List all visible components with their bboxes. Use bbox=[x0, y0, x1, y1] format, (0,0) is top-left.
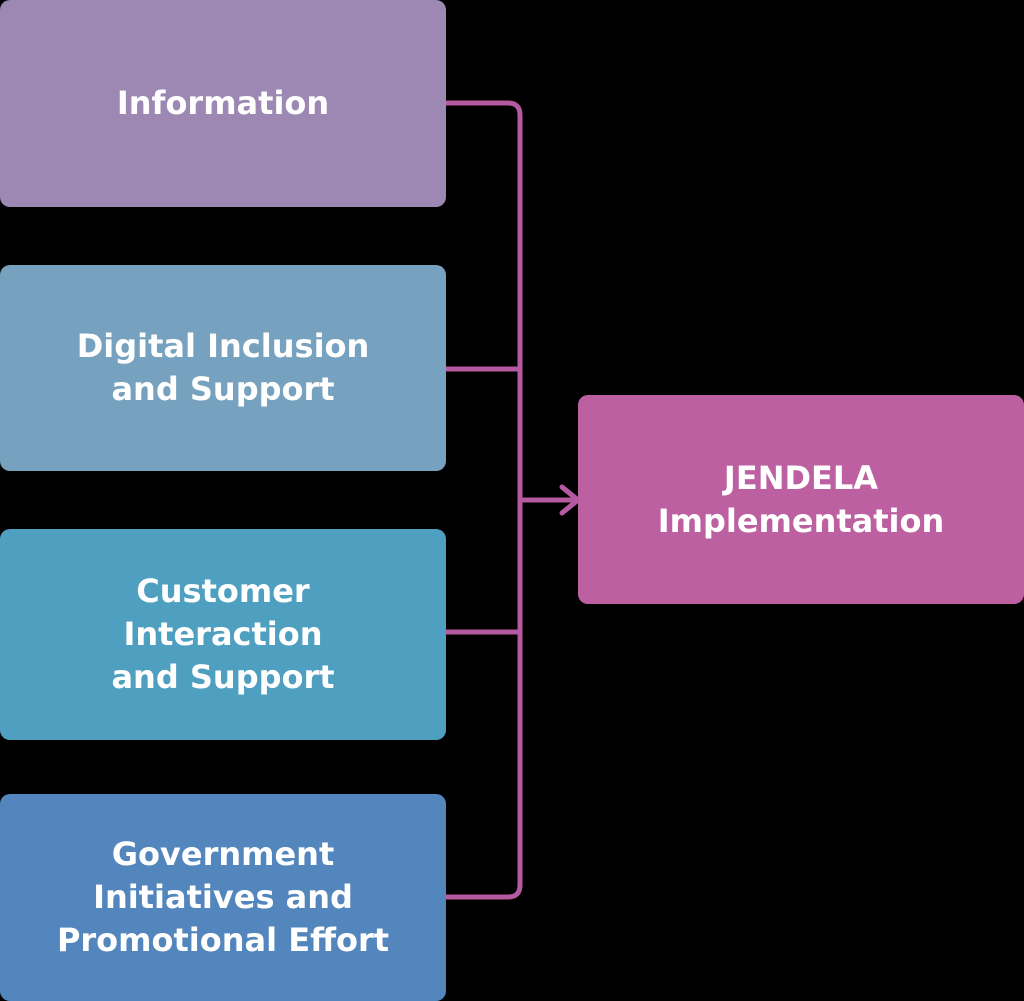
box-customer-interaction-and-support: Customer Interaction and Support bbox=[0, 529, 446, 740]
box-digital-inclusion-and-support: Digital Inclusion and Support bbox=[0, 265, 446, 471]
box-digital-inclusion-label: Digital Inclusion and Support bbox=[76, 327, 370, 408]
box-information-label: Information bbox=[116, 84, 330, 122]
box-information: Information bbox=[0, 0, 446, 207]
box-jendela-implementation-label: JENDELA Implementation bbox=[657, 458, 945, 540]
box-government-initiatives-label: Government Initiatives and Promotional E… bbox=[56, 835, 390, 959]
box-customer-interaction-label: Customer Interaction and Support bbox=[111, 572, 335, 696]
connector-from-information bbox=[446, 100, 523, 500]
box-government-initiatives: Government Initiatives and Promotional E… bbox=[0, 794, 446, 1001]
box-jendela-implementation: JENDELA Implementation bbox=[578, 395, 1024, 604]
connector-from-government-initiatives bbox=[446, 500, 523, 900]
